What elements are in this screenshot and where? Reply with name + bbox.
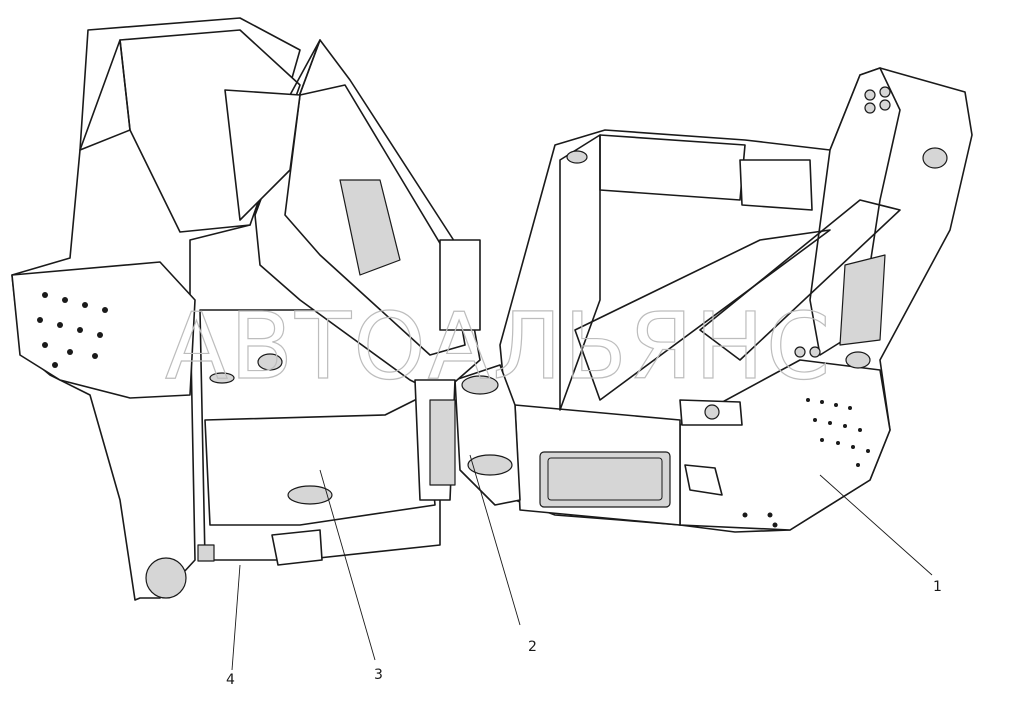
callout-1: 1 (933, 579, 942, 595)
callout-2: 2 (528, 639, 537, 655)
rear-half-frame (454, 67, 973, 533)
leader-3 (319, 469, 376, 661)
callout-3: 3 (374, 667, 383, 683)
watermark: АВТОАЛЬЯНС (165, 293, 832, 400)
callout-4: 4 (226, 672, 235, 688)
leader-2 (469, 454, 521, 626)
cover-panel (224, 39, 481, 501)
leader-1 (819, 474, 933, 576)
leader-4 (231, 564, 241, 671)
leader-lines (231, 454, 933, 671)
